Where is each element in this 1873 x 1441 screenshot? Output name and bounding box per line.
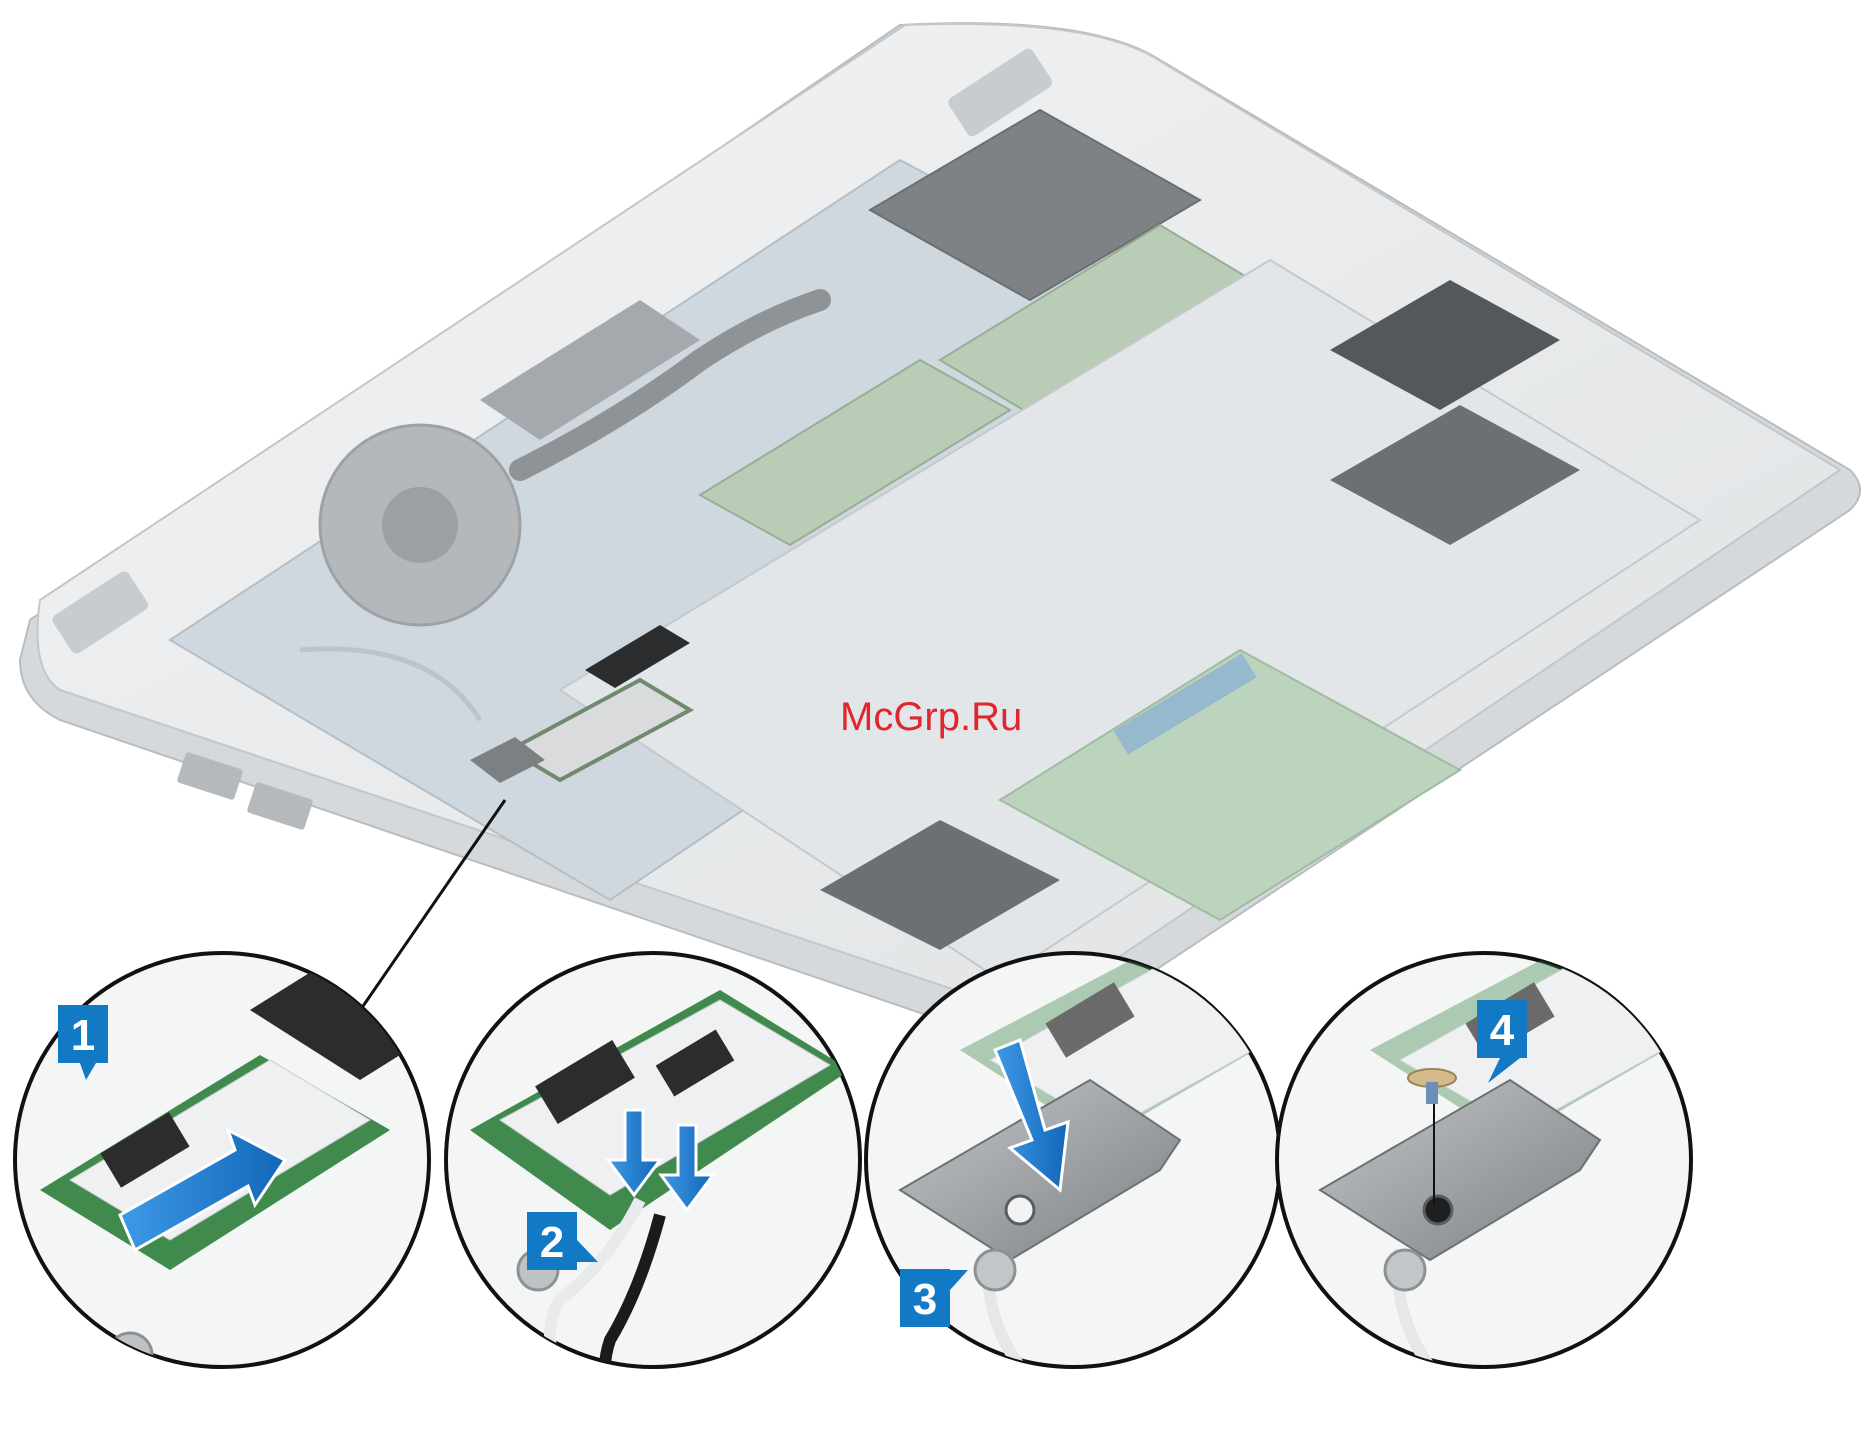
step-number-4: 4 [1490, 1006, 1515, 1055]
standoff-screw [108, 1333, 152, 1377]
bracket-screw-hole [1424, 1196, 1452, 1224]
fan-hub [382, 487, 458, 563]
detail-circle-step-3: 3 [866, 950, 1290, 1380]
detail-circle-step-1: 1 [15, 953, 440, 1377]
cable-connector [1385, 1250, 1425, 1290]
step-number-2: 2 [540, 1218, 564, 1267]
screw-thread [1426, 1082, 1438, 1104]
detail-circle-step-4: 4 [1277, 950, 1700, 1380]
detail-circle-step-2: 2 [446, 953, 860, 1390]
step-number-1: 1 [71, 1011, 95, 1060]
bracket-screw-hole [1006, 1196, 1034, 1224]
step-number-3: 3 [913, 1275, 937, 1324]
watermark-text: McGrp.Ru [840, 695, 1080, 740]
laptop-base [20, 23, 1860, 1040]
cable-connector [975, 1250, 1015, 1290]
